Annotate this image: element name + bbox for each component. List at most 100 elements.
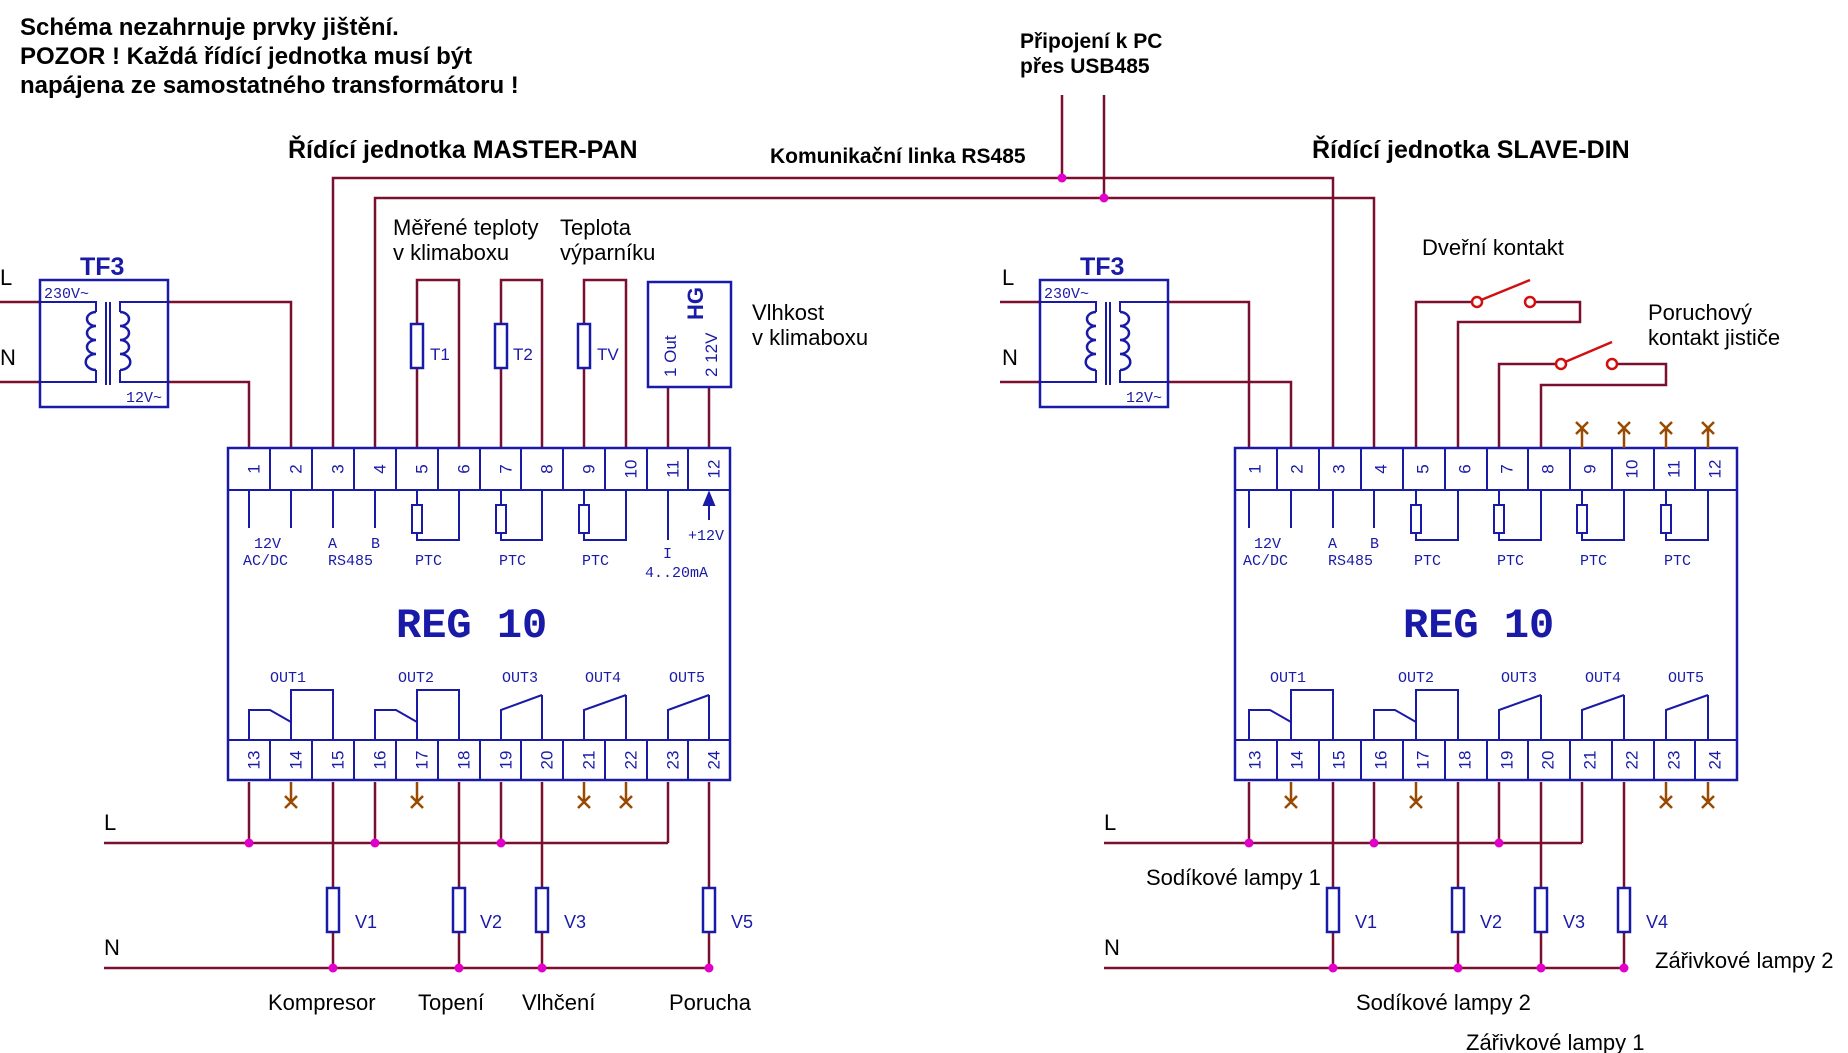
sensor-t2-name: T2 xyxy=(513,345,533,364)
master-load-l: L xyxy=(104,810,116,835)
humidity-pin2: 2 12V xyxy=(702,332,721,377)
master-terminal-3: 3 xyxy=(328,464,347,473)
slave-terminal-3: 3 xyxy=(1329,464,1348,473)
header-notes: Schéma nezahrnuje prvky jištění. POZOR !… xyxy=(20,14,519,99)
unused-terminal-markers xyxy=(284,421,1715,809)
master-controller: 1 2 3 4 5 6 7 8 9 10 11 12 13 14 15 16 1… xyxy=(226,446,732,782)
master-terminal-12: 12 xyxy=(704,460,723,479)
slave-terminal-1: 1 xyxy=(1245,464,1264,473)
slave-out4: OUT4 xyxy=(1585,670,1621,687)
slave-load-v1-name: V1 xyxy=(1355,912,1377,932)
master-load-v5-name: V5 xyxy=(731,912,753,932)
master-load-label-vlhceni: Vlhčení xyxy=(522,990,595,1015)
slave-terminal-9: 9 xyxy=(1580,464,1599,473)
slave-controller: 1 2 3 4 5 6 7 8 9 10 11 12 13 14 15 16 1… xyxy=(1233,446,1739,782)
slave-tf-secondary: 12V~ xyxy=(1126,390,1162,407)
master-load-label-topeni: Topení xyxy=(418,990,484,1015)
master-mains-l: L xyxy=(0,265,12,290)
master-terminal-24: 24 xyxy=(704,751,723,770)
slave-terminal-22: 22 xyxy=(1622,751,1641,770)
master-load-v3-icon xyxy=(534,886,550,934)
evaporator-temp-label-2: výparníku xyxy=(560,240,655,265)
master-terminal-21: 21 xyxy=(579,751,598,770)
slave-terminal-6: 6 xyxy=(1455,464,1474,473)
slave-out1: OUT1 xyxy=(1270,670,1306,687)
slave-out2: OUT2 xyxy=(1398,670,1434,687)
master-ptc-1: PTC xyxy=(415,553,442,570)
humidity-sensor-name: HG xyxy=(683,287,708,320)
slave-load-n: N xyxy=(1104,935,1120,960)
master-terminal-19: 19 xyxy=(496,751,515,770)
humidity-label-1: Vlhkost xyxy=(752,300,824,325)
slave-bus-a: A xyxy=(1328,536,1337,553)
slave-load-v4-icon xyxy=(1616,886,1632,934)
slave-terminal-15: 15 xyxy=(1329,751,1348,770)
slave-load-l: L xyxy=(1104,810,1116,835)
slave-load-label-sodium2: Sodíkové lampy 2 xyxy=(1356,990,1531,1015)
master-terminal-7: 7 xyxy=(496,464,515,473)
slave-contacts: Dveřní kontakt Poruchový kontakt jističe xyxy=(1422,235,1780,371)
master-analog-i: I xyxy=(663,546,672,563)
slave-terminal-12: 12 xyxy=(1705,460,1724,479)
slave-mains-n: N xyxy=(1002,345,1018,370)
master-terminal-1: 1 xyxy=(244,464,263,473)
master-ptc-2: PTC xyxy=(499,553,526,570)
master-bus-a: A xyxy=(328,536,337,553)
slave-terminal-18: 18 xyxy=(1455,751,1474,770)
slave-terminal-8: 8 xyxy=(1538,464,1557,473)
slave-terminal-19: 19 xyxy=(1497,751,1516,770)
slave-terminal-14: 14 xyxy=(1287,751,1306,770)
master-out4: OUT4 xyxy=(585,670,621,687)
master-analog-range: 4..20mA xyxy=(645,565,708,582)
master-terminal-18: 18 xyxy=(454,751,473,770)
sensor-t1-name: T1 xyxy=(430,345,450,364)
master-terminal-14: 14 xyxy=(286,751,305,770)
slave-out5: OUT5 xyxy=(1668,670,1704,687)
fault-contact-switch-icon xyxy=(1554,340,1619,371)
master-load-n: N xyxy=(104,935,120,960)
slave-terminal-17: 17 xyxy=(1413,751,1432,770)
slave-load-label-sodium1: Sodíkové lampy 1 xyxy=(1146,865,1321,890)
sensor-tv-name: TV xyxy=(597,345,619,364)
slave-load-label-fluor1: Zářivkové lampy 1 xyxy=(1466,1030,1645,1053)
slave-terminal-20: 20 xyxy=(1538,751,1557,770)
slave-bus-rs485: RS485 xyxy=(1328,553,1373,570)
secondary-coil-icon xyxy=(119,310,132,372)
slave-ptc-2: PTC xyxy=(1497,553,1524,570)
slave-load-v2-name: V2 xyxy=(1480,912,1502,932)
slave-ptc-3: PTC xyxy=(1580,553,1607,570)
slave-out3: OUT3 xyxy=(1501,670,1537,687)
humidity-pin1: 1 Out xyxy=(661,335,680,377)
note-line-2: POZOR ! Každá řídící jednotka musí být xyxy=(20,43,472,70)
master-terminal-23: 23 xyxy=(663,751,682,770)
master-title: Řídící jednotka MASTER-PAN xyxy=(288,134,638,164)
master-tf-primary: 230V~ xyxy=(44,286,89,303)
measured-temp-label-1: Měřené teploty xyxy=(393,215,539,240)
master-tf-name: TF3 xyxy=(80,253,124,281)
fault-contact-label-2: kontakt jističe xyxy=(1648,325,1780,350)
master-terminal-17: 17 xyxy=(412,751,431,770)
master-terminal-8: 8 xyxy=(537,464,556,473)
sensor-tv-icon xyxy=(576,322,592,370)
wires xyxy=(0,95,1668,970)
rs485-bus-label: Komunikační linka RS485 xyxy=(770,145,1026,168)
master-tf-secondary: 12V~ xyxy=(126,390,162,407)
master-out1: OUT1 xyxy=(270,670,306,687)
master-load-v1-name: V1 xyxy=(355,912,377,932)
master-terminal-10: 10 xyxy=(621,460,640,479)
master-load-label-porucha: Porucha xyxy=(669,990,752,1015)
primary-coil-icon xyxy=(1084,310,1097,372)
transformer-box xyxy=(1038,278,1170,409)
master-terminal-4: 4 xyxy=(370,464,389,473)
sensor-t2-icon xyxy=(493,322,509,370)
master-out5: OUT5 xyxy=(669,670,705,687)
slave-mains-l: L xyxy=(1002,265,1014,290)
master-power-label-1: 12V xyxy=(254,536,281,553)
slave-transformer: TF3 230V~ 12V~ xyxy=(1038,253,1170,409)
door-contact-switch-icon xyxy=(1470,278,1537,309)
master-unit-name: REG 10 xyxy=(396,602,547,650)
load-resistors xyxy=(325,886,1632,934)
slave-terminal-16: 16 xyxy=(1371,751,1390,770)
master-terminal-2: 2 xyxy=(286,464,305,473)
